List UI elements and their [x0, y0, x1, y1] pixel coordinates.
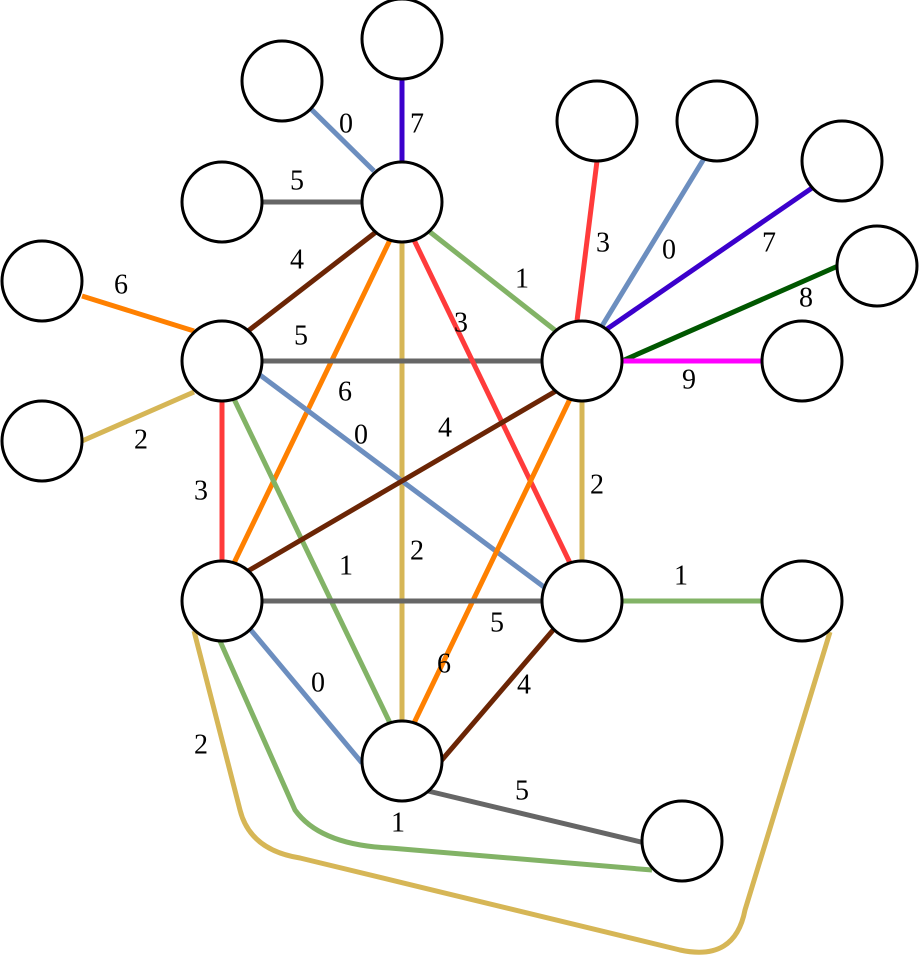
node-top-p0: [240, 39, 324, 123]
edge-label-14: 4: [438, 413, 452, 444]
node-bot-p5: [640, 799, 724, 883]
edge-label-12: 6: [437, 649, 451, 680]
edge-label-24: 2: [194, 730, 208, 761]
edge-label-8: 3: [454, 308, 468, 339]
node-tr-p9: [760, 319, 844, 403]
edge-label-11: 3: [194, 476, 208, 507]
edge-27-color-4: [439, 627, 556, 763]
edge-label-28: 5: [515, 776, 529, 807]
edges-layer: [80, 80, 840, 955]
edge-25-color-1: [217, 639, 653, 873]
nodes-layer: [0, 0, 919, 883]
edge-16-color-0: [599, 155, 708, 328]
edge-label-9: 0: [354, 420, 368, 451]
node-bot: [360, 719, 444, 803]
edge-10-color-1: [231, 397, 393, 725]
edge-label-23: 0: [311, 668, 325, 699]
edge-28-color-5: [427, 788, 646, 846]
edge-15-color-3: [574, 160, 600, 322]
node-top-p7: [360, 0, 444, 81]
edge-24-color-2: [191, 630, 833, 955]
edge-label-20: 2: [134, 425, 148, 456]
edge-label-13: 2: [590, 470, 604, 501]
node-tl: [180, 319, 264, 403]
node-tr-p3: [555, 79, 639, 163]
edge-label-0: 0: [339, 109, 353, 140]
edge-label-10: 1: [339, 551, 353, 582]
edge-label-18: 8: [799, 283, 813, 314]
edge-label-22: 5: [490, 608, 504, 639]
edge-label-4: 1: [515, 264, 529, 295]
edge-label-1: 7: [410, 109, 424, 140]
node-top-p5: [180, 160, 264, 244]
node-tl-p6: [0, 239, 84, 323]
node-bl: [180, 559, 264, 643]
edge-label-19: 9: [682, 365, 696, 396]
edge-18-color-8: [620, 263, 840, 364]
node-top: [360, 160, 444, 244]
edge-14-color-4: [246, 388, 558, 574]
edge-label-16: 0: [662, 235, 676, 266]
edge-21-color-6: [81, 293, 195, 334]
edge-0-color-0: [308, 106, 376, 173]
edge-3-color-4: [246, 230, 378, 333]
edge-4-color-1: [428, 230, 558, 333]
edge-label-7: 5: [294, 321, 308, 352]
node-tl-p2: [0, 399, 84, 483]
edge-label-25: 1: [391, 808, 405, 839]
edge-17-color-7: [605, 185, 814, 332]
edge-label-2: 5: [290, 166, 304, 197]
edge-label-21: 6: [114, 270, 128, 301]
node-br-p1: [760, 559, 844, 643]
edge-label-26: 1: [674, 561, 688, 592]
edge-label-27: 4: [517, 670, 531, 701]
edge-23-color-0: [248, 627, 364, 765]
edge-label-15: 3: [596, 228, 610, 259]
edge-20-color-2: [80, 389, 196, 444]
node-tr: [540, 319, 624, 403]
node-tr-p7: [800, 119, 884, 203]
edge-label-5: 6: [338, 377, 352, 408]
edge-label-17: 7: [762, 228, 776, 259]
edge-12-color-6: [411, 397, 573, 725]
node-tr-p0: [675, 79, 759, 163]
edge-label-6: 2: [410, 536, 424, 567]
edge-label-3: 4: [290, 245, 304, 276]
node-tr-p8: [835, 224, 919, 308]
edge-5-color-6: [231, 238, 393, 565]
node-br: [540, 559, 624, 643]
edge-8-color-3: [411, 238, 573, 565]
